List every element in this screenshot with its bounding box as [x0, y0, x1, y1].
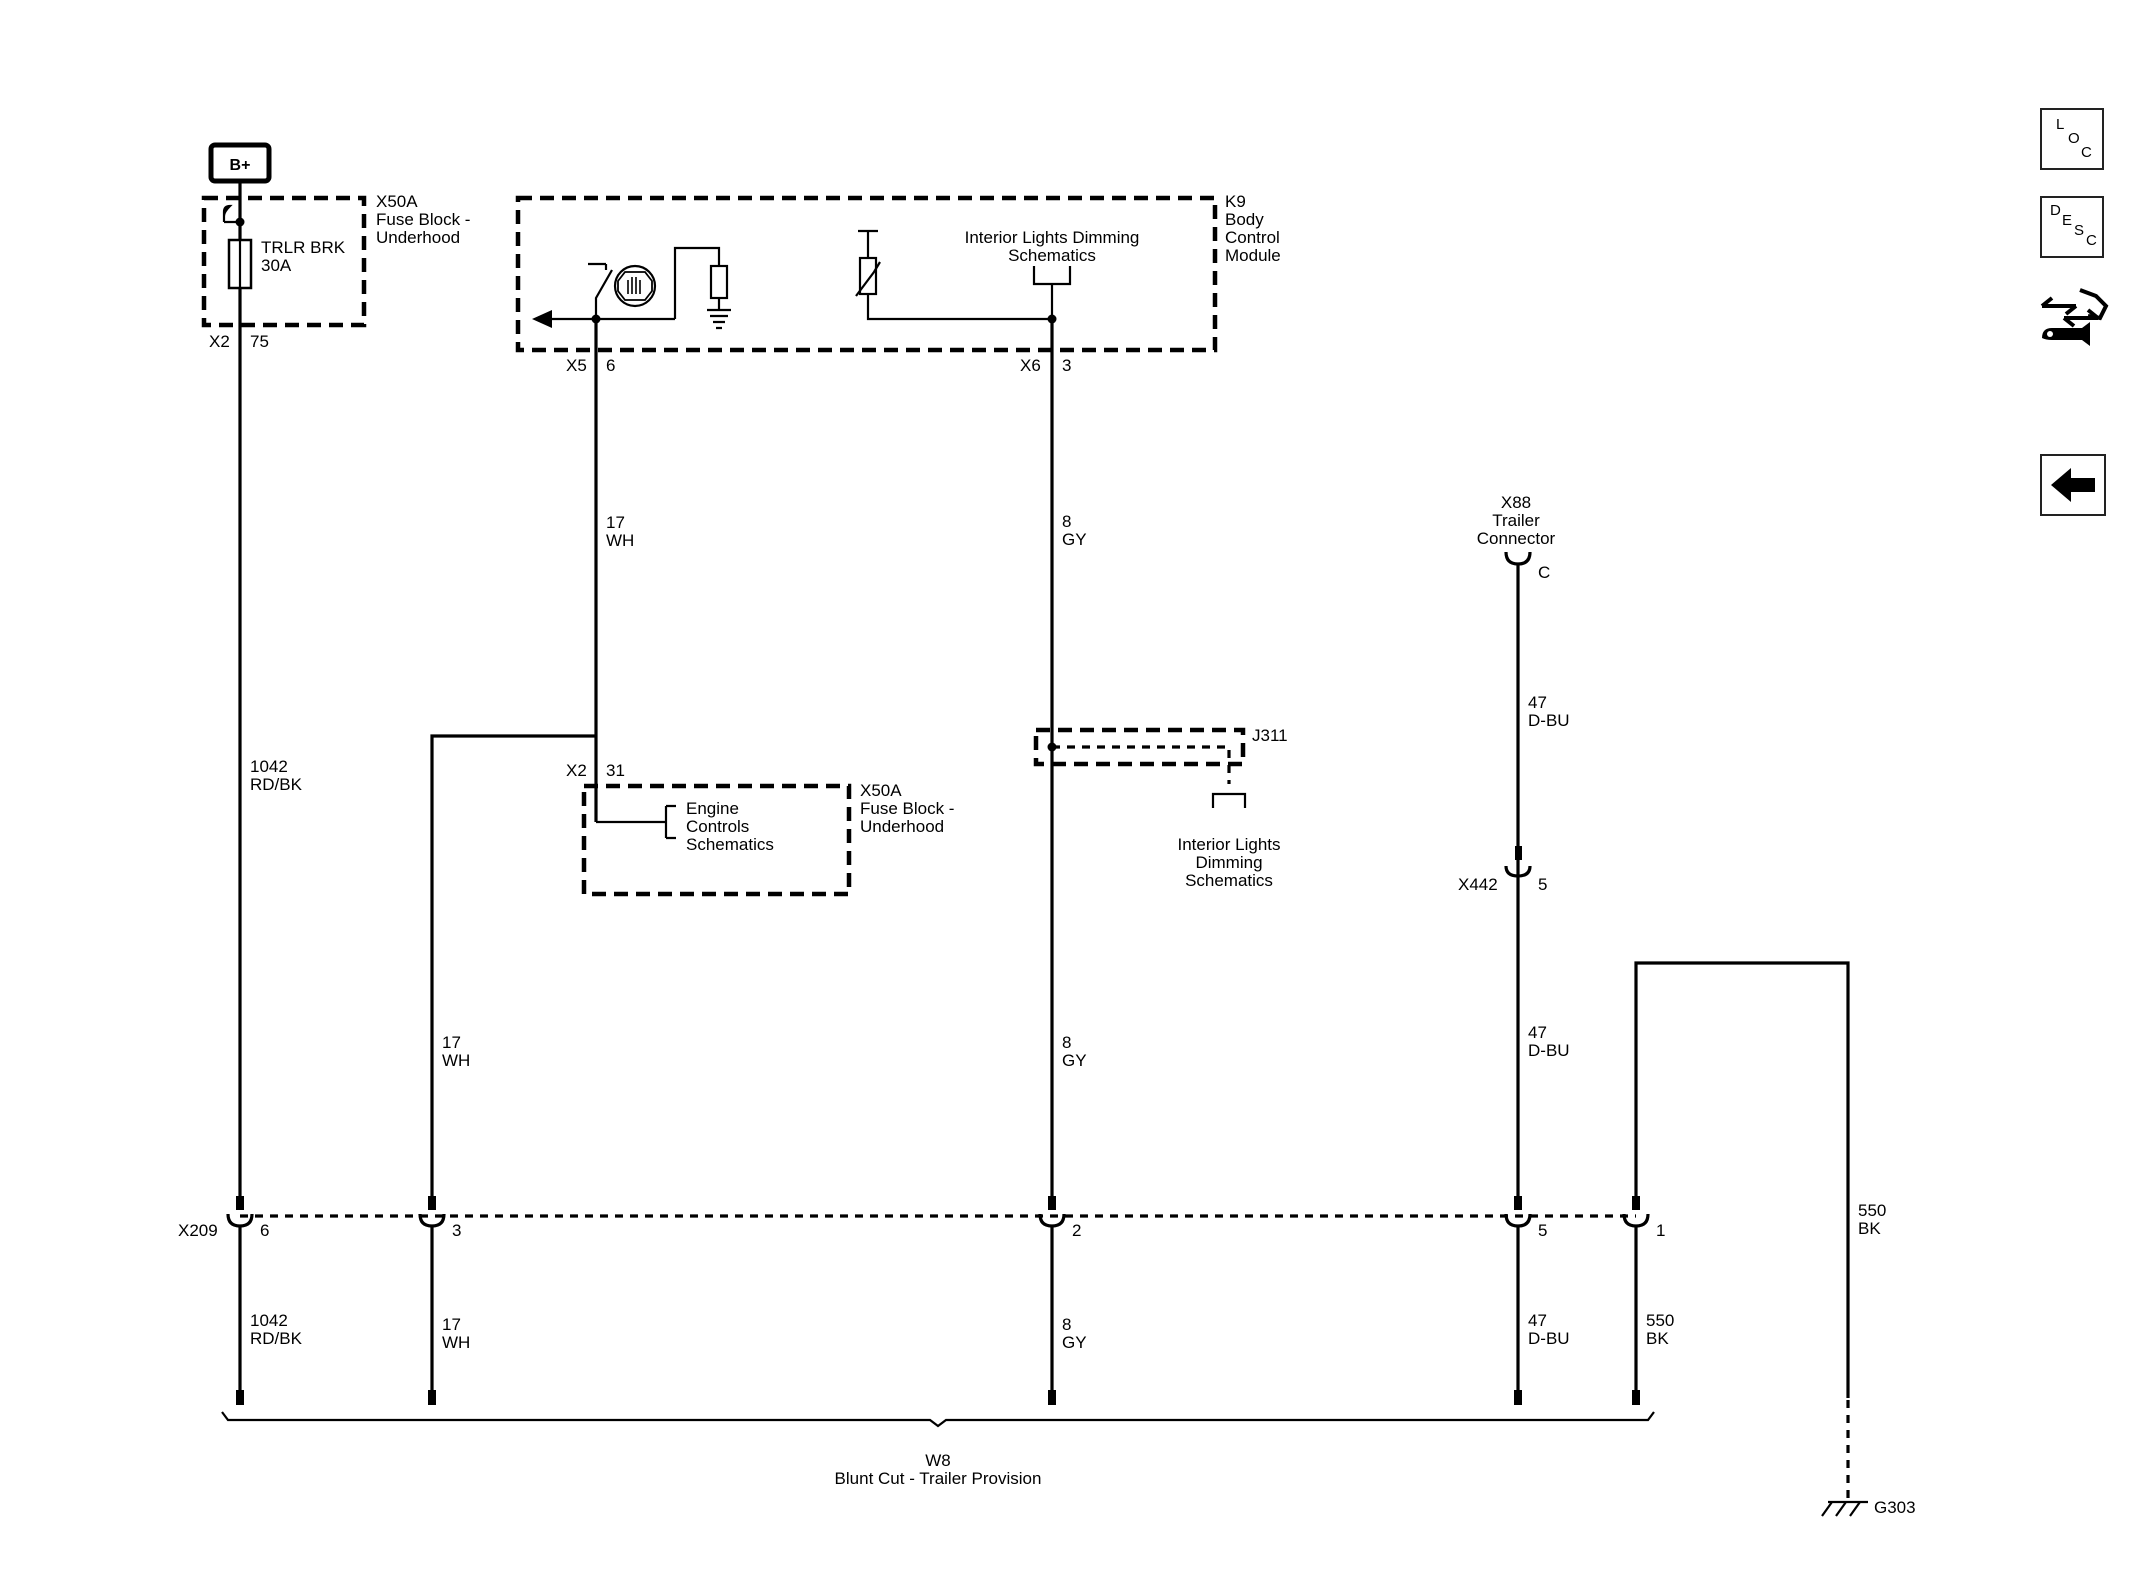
fuse-block-2-connector: X2 [566, 761, 587, 780]
w550-lower-circuit: 550 [1646, 1311, 1674, 1330]
bcm-id: K9 [1225, 192, 1246, 211]
bcm-conn-b: X6 [1020, 356, 1041, 375]
stop-hand-icon [613, 264, 657, 308]
bcm-line3: Module [1225, 246, 1281, 265]
w1042-lower-circuit: 1042 [250, 1311, 288, 1330]
bcm-line1: Body [1225, 210, 1264, 229]
fuse-block-2-ref-line1: Engine [686, 799, 739, 818]
x209-pin-2: 2 [1072, 1221, 1081, 1240]
loc-letter-o: O [2068, 130, 2080, 147]
diagnostic-tools-button[interactable] [2036, 276, 2112, 352]
splice-id: J311 [1252, 726, 1288, 745]
bcm-pin-b: 3 [1062, 356, 1071, 375]
fuse-block-line2: Underhood [376, 228, 460, 247]
loc-letter-l: L [2056, 116, 2065, 133]
x209-terminals [226, 1196, 1650, 1228]
desc-button[interactable]: D E S C [2040, 196, 2104, 258]
desc-letter-d: D [2050, 202, 2061, 219]
back-button[interactable] [2040, 454, 2106, 516]
bplus-label: B+ [230, 157, 251, 174]
fuse-block-2-ref-line3: Schematics [686, 835, 774, 854]
w17-lower-circuit: 17 [442, 1315, 461, 1334]
fuse-block-pin: 75 [250, 332, 269, 351]
w8-lower-circuit: 8 [1062, 1315, 1071, 1334]
w47-upper-circuit: 47 [1528, 693, 1547, 712]
splice-ref-line3: Schematics [1185, 871, 1273, 890]
loc-letter-c: C [2081, 144, 2092, 161]
w47-mid-circuit: 47 [1528, 1023, 1547, 1042]
fuse-name: TRLR BRK [261, 238, 346, 257]
ground-id: G303 [1874, 1498, 1916, 1517]
fuse-block-outline [201, 195, 367, 328]
trailer-connector-id: X88 [1501, 493, 1531, 512]
output-arrow [532, 310, 552, 328]
splice-ref-line2: Dimming [1195, 853, 1262, 872]
w8-upper-circuit: 8 [1062, 512, 1071, 531]
w17-mid-circuit: 17 [442, 1033, 461, 1052]
w550-right-color: BK [1858, 1219, 1881, 1238]
harness-brace [221, 1411, 1655, 1428]
w47-lower-color: D-BU [1528, 1329, 1570, 1348]
w8-mid-circuit: 8 [1062, 1033, 1071, 1052]
w550-right-circuit: 550 [1858, 1201, 1886, 1220]
connector-wrench-icon [2040, 288, 2109, 346]
x209-pin-4: 1 [1656, 1221, 1665, 1240]
bcm-ref-line1: Interior Lights Dimming [965, 228, 1140, 247]
desc-letter-s: S [2074, 222, 2085, 239]
bcm-outline [515, 195, 1218, 353]
w8-lower-color: GY [1062, 1333, 1087, 1352]
x209-pin-3: 5 [1538, 1221, 1547, 1240]
harness-description: Blunt Cut - Trailer Provision [835, 1469, 1042, 1488]
fuse-block-2-line1: Fuse Block - [860, 799, 954, 818]
w8-mid-color: GY [1062, 1051, 1087, 1070]
x209-id: X209 [178, 1221, 218, 1240]
w8-upper-color: GY [1062, 530, 1087, 549]
w17-upper-color: WH [606, 531, 634, 550]
w47-mid-color: D-BU [1528, 1041, 1570, 1060]
fuse-rating: 30A [261, 256, 292, 275]
fuse-block-2-line2: Underhood [860, 817, 944, 836]
desc-letter-e: E [2062, 212, 2073, 229]
w17-upper-circuit: 17 [606, 513, 625, 532]
fuse-block-connector: X2 [209, 332, 230, 351]
w47-lower-circuit: 47 [1528, 1311, 1547, 1330]
x209-pin-1: 3 [452, 1221, 461, 1240]
harness-id: W8 [925, 1451, 951, 1470]
bcm-conn-a: X5 [566, 356, 587, 375]
desc-letter-c: C [2086, 232, 2097, 249]
w1042-upper-circuit: 1042 [250, 757, 288, 776]
loc-button[interactable]: L O C [2040, 108, 2104, 170]
x442-id: X442 [1458, 875, 1498, 894]
trailer-connector-line1: Trailer [1492, 511, 1540, 530]
trailer-connector-line2: Connector [1477, 529, 1556, 548]
bcm-ref-line2: Schematics [1008, 246, 1096, 265]
w17-lower-color: WH [442, 1333, 470, 1352]
splice-ref-line1: Interior Lights [1178, 835, 1281, 854]
fuse-block-2-pin: 31 [606, 761, 625, 780]
splice-j311-outline [1033, 727, 1246, 767]
x209-pin-0: 6 [260, 1221, 269, 1240]
fuse-block-2-outline [581, 783, 852, 897]
fuse-block-id: X50A [376, 192, 418, 211]
trailer-connector-pin: C [1538, 563, 1550, 582]
bcm-pin-a: 6 [606, 356, 615, 375]
x442-pin: 5 [1538, 875, 1547, 894]
back-arrow-icon [2051, 468, 2095, 502]
bcm-line2: Control [1225, 228, 1280, 247]
fuse-block-2-ref-line2: Controls [686, 817, 749, 836]
w1042-lower-color: RD/BK [250, 1329, 303, 1348]
w17-mid-color: WH [442, 1051, 470, 1070]
w550-lower-color: BK [1646, 1329, 1669, 1348]
blunt-cut-ends [236, 1390, 1640, 1405]
fuse-block-line1: Fuse Block - [376, 210, 470, 229]
fuse-block-2-id: X50A [860, 781, 902, 800]
w47-upper-color: D-BU [1528, 711, 1570, 730]
w1042-upper-color: RD/BK [250, 775, 303, 794]
